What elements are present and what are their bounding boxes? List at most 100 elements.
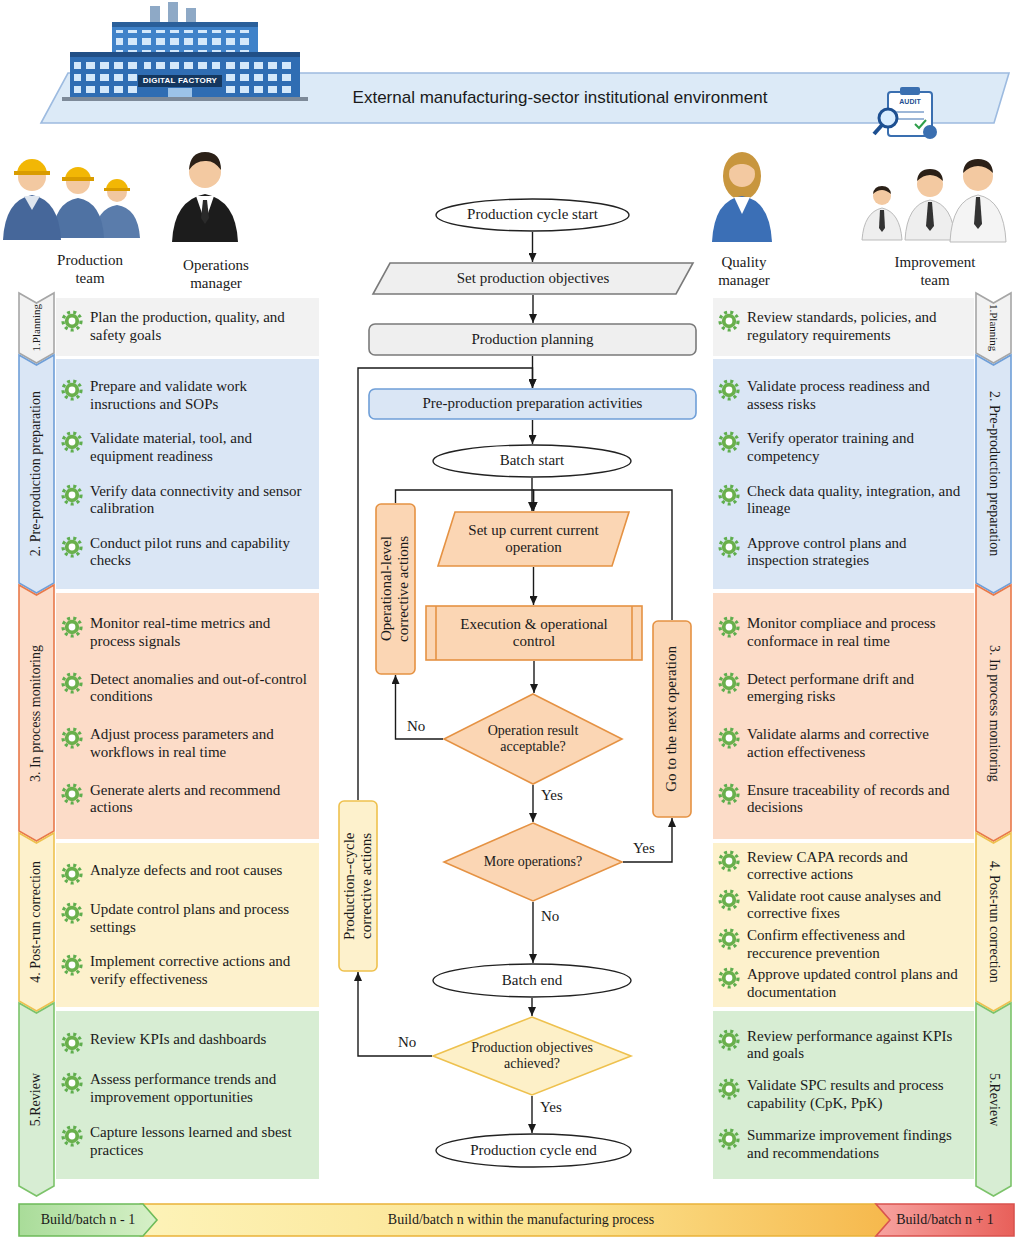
gear-icon [718, 1029, 740, 1051]
art-path [189, 152, 221, 170]
operations-manager-figure [172, 152, 238, 242]
gear-body [722, 676, 736, 690]
phase-tab: 2. Pre-production preparation [18, 354, 55, 594]
node-label: Production planning [471, 331, 593, 348]
gear-body [722, 620, 736, 634]
phase-tab: 3. In process monitoring [18, 584, 55, 842]
phase-tab: 5.Review [18, 1002, 55, 1197]
edge-label: Yes [541, 787, 563, 804]
predef-shape [426, 606, 642, 660]
node-label: Build/batch n - 1 [41, 1212, 136, 1228]
gear-hole [69, 1080, 76, 1087]
activity-item: Approve updated control plans and docume… [718, 966, 969, 1001]
gear-icon [718, 536, 740, 558]
art-circle [66, 170, 90, 194]
role-label: Operations manager [168, 256, 264, 292]
gear-hole [69, 491, 76, 498]
node-label: Set production objectives [457, 270, 609, 287]
node-label: Execution & operational control [449, 616, 619, 651]
gear-icon [718, 616, 740, 638]
text-holder: Pre-production preparation activities [368, 388, 697, 420]
phase-label: 4. Post-run correction [985, 861, 1001, 983]
activity-item: Assess performance trends and improvemen… [61, 1071, 314, 1106]
box-label: Production--cycle corrective actions [341, 808, 376, 964]
activity-text: Approve control plans and inspection str… [747, 535, 969, 570]
text-holder: Build/batch n within the manufacturing p… [140, 1203, 892, 1237]
gear-teeth [720, 674, 738, 692]
gear-body [722, 893, 736, 907]
text-holder: Validate process readiness and assess ri… [712, 358, 975, 590]
chevM-shape [141, 1204, 891, 1236]
panel-shape [713, 359, 974, 589]
terminal-ellipse: Production cycle end [435, 1133, 632, 1168]
gear-icon [61, 863, 83, 885]
panel-shape [713, 1011, 974, 1179]
activity-panel: Monitor real-time metrics and process si… [55, 592, 320, 840]
gear-teeth [720, 785, 738, 803]
phase-label: 1.Planning [30, 304, 43, 351]
gear-body [65, 676, 79, 690]
io-parallelogram: Set up current current operation [437, 511, 630, 567]
activity-text: Detect anomalies and out-of-control cond… [90, 671, 314, 706]
phase-label: 3. In process monitoring [985, 645, 1001, 782]
decision-diamond: More operations? [443, 822, 623, 902]
art-rect [14, 171, 50, 175]
activity-panel: Validate process readiness and assess ri… [712, 358, 975, 590]
activity-text: Review CAPA records and corrective actio… [747, 849, 969, 884]
activity-panel: Review standards, policies, and regulato… [712, 297, 975, 357]
tabL-shape [19, 1003, 54, 1196]
art-path [94, 205, 140, 238]
gear-body [722, 540, 736, 554]
production-team-figures [3, 159, 140, 240]
gear-hole [726, 735, 733, 742]
gear-body [722, 1132, 736, 1146]
tabL-shape [19, 585, 54, 841]
gear-body [722, 786, 736, 800]
gear-body [722, 487, 736, 501]
gear-body [722, 731, 736, 745]
gear-icon [718, 727, 740, 749]
gear-body [722, 971, 736, 985]
gear-teeth [720, 1031, 738, 1049]
gear-icon [61, 902, 83, 924]
text-holder: 5.Review [18, 1002, 55, 1197]
gear-icon [61, 954, 83, 976]
text-holder: Build/batch n - 1 [18, 1203, 158, 1237]
gear-hole [726, 491, 733, 498]
art-rect [104, 188, 130, 191]
art-path [196, 196, 214, 222]
activity-item: Verify data connectivity and sensor cali… [61, 483, 314, 518]
flow-connector [531, 998, 532, 1016]
activity-item: Plan the production, quality, and safety… [61, 309, 314, 344]
vbox-shape [376, 504, 415, 674]
gear-hole [726, 1086, 733, 1093]
gear-teeth [63, 674, 81, 692]
activity-item: Adjust process parameters and workflows … [61, 726, 314, 761]
chevL-shape [19, 1204, 157, 1236]
gear-hole [69, 624, 76, 631]
gear-icon [61, 783, 83, 805]
gear-body [65, 383, 79, 397]
gear-hole [726, 624, 733, 631]
ellipse-shape [436, 1134, 631, 1167]
io-parallelogram: Set production objectives [372, 262, 694, 295]
diamond-shape [444, 823, 622, 901]
gear-body [722, 1082, 736, 1096]
art-circle [923, 125, 937, 139]
role-label: Improvement team [885, 253, 985, 289]
gear-hole [69, 870, 76, 877]
panel-shape [56, 298, 319, 356]
art-path [65, 167, 91, 180]
activity-item: Validate material, tool, and equipment r… [61, 430, 314, 465]
flow-connector [532, 232, 533, 262]
activity-item: Review performance against KPIs and goal… [718, 1028, 969, 1063]
gear-icon [61, 727, 83, 749]
gear-teeth [720, 852, 738, 870]
art-path [879, 210, 885, 232]
art-path [873, 186, 891, 194]
art-path [106, 179, 128, 190]
gear-icon [718, 1078, 740, 1100]
phase-label: 4. Post-run correction [28, 861, 44, 983]
gear-body [65, 906, 79, 920]
